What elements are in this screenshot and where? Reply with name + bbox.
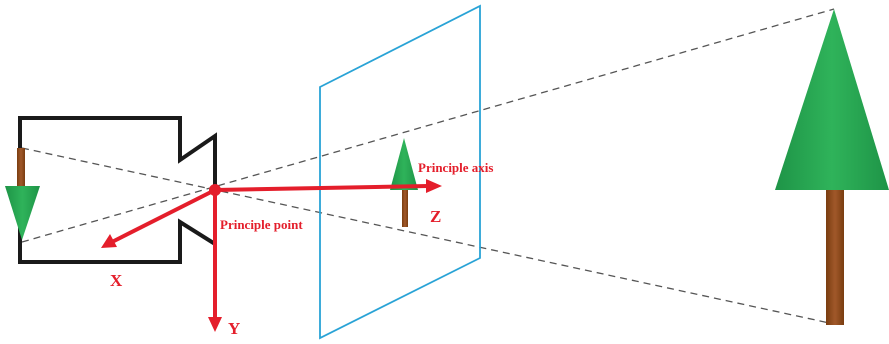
projected-tree (390, 138, 418, 227)
principle-axis-label: Principle axis (418, 160, 493, 175)
y-axis-arrowhead (208, 317, 222, 332)
image-plane (319, 4, 481, 340)
inverted-tree-image (5, 148, 40, 240)
x-axis-label: X (110, 271, 123, 290)
x-axis-line (111, 188, 216, 244)
projection-line-bottom (21, 147, 835, 325)
inverted-tree-trunk (17, 148, 25, 188)
principle-point-label: Principle point (220, 217, 303, 232)
projected-tree-trunk (402, 190, 408, 227)
z-axis-label: Z (430, 207, 441, 226)
y-axis-label: Y (228, 319, 240, 338)
z-axis-line (214, 184, 429, 192)
real-tree-canopy (775, 9, 889, 190)
principle-point-dot (209, 184, 221, 196)
z-axis-arrowhead (426, 179, 442, 193)
x-axis-arrowhead (101, 234, 117, 248)
projection-line-top (21, 8, 835, 243)
projection-lines (21, 8, 835, 325)
inverted-tree-canopy (5, 186, 40, 240)
coordinate-axes (101, 179, 442, 332)
real-tree (775, 9, 889, 325)
projected-tree-canopy (390, 138, 418, 190)
real-tree-trunk (826, 187, 844, 325)
